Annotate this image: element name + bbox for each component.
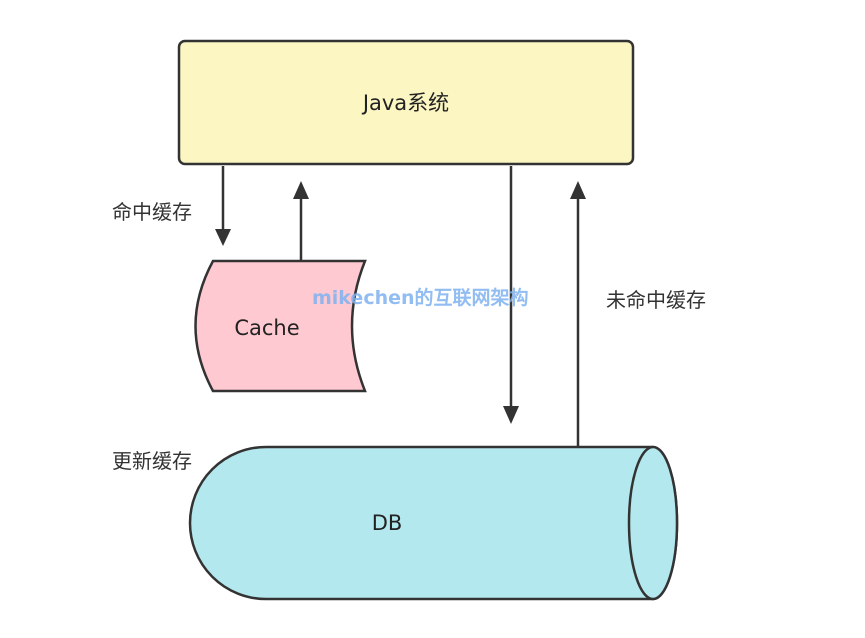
db-return-arrow-up <box>570 181 586 446</box>
hit-cache-arrow-down <box>215 166 231 246</box>
db-cylinder-end <box>627 445 679 601</box>
cache-node: Cache <box>194 259 367 393</box>
db-cylinder-body <box>188 445 679 601</box>
cache-label: Cache <box>234 316 299 340</box>
db-label: DB <box>372 511 403 535</box>
java-system-label: Java系统 <box>361 91 449 115</box>
update-cache-label: 更新缓存 <box>112 449 192 473</box>
hit-cache-label: 命中缓存 <box>112 200 192 224</box>
cache-return-arrow-up <box>293 181 309 260</box>
db-node: DB <box>188 445 679 601</box>
java-system-box <box>177 39 635 166</box>
miss-cache-label: 未命中缓存 <box>606 288 706 312</box>
cache-shape <box>194 259 367 393</box>
java-system-node: Java系统 <box>177 39 635 166</box>
watermark-text: mikechen的互联网架构 <box>312 286 529 309</box>
miss-cache-arrow-down <box>503 166 519 424</box>
